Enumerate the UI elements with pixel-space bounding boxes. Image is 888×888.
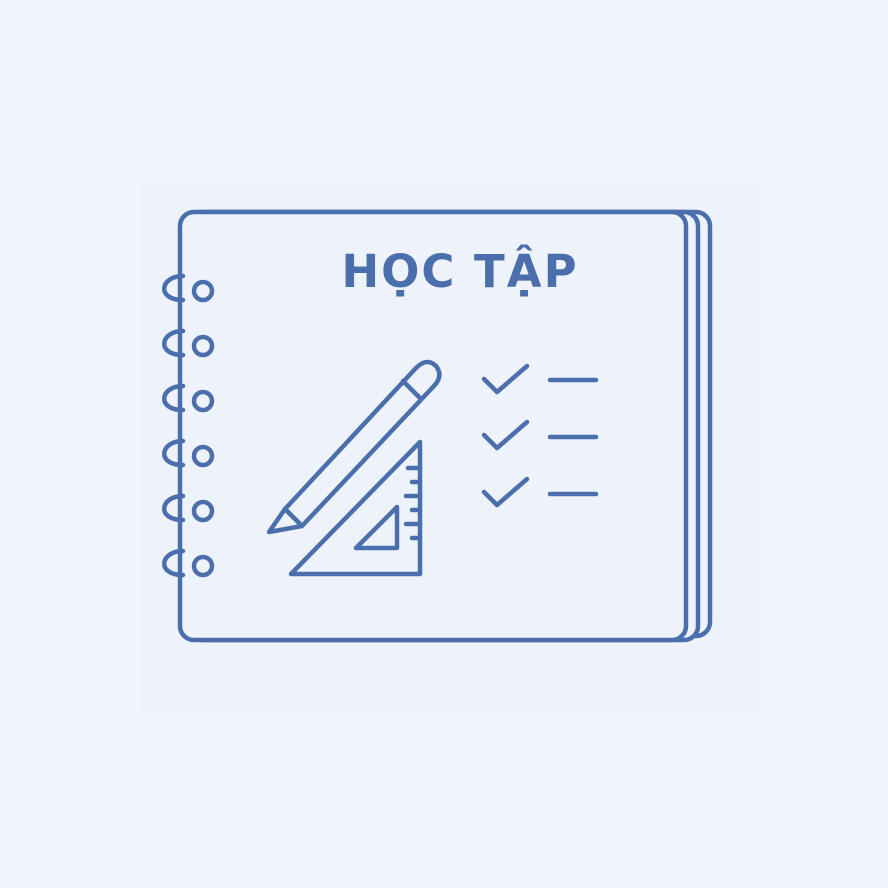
- spiral-binding-icon: [162, 273, 215, 578]
- set-square-icon: [288, 439, 423, 577]
- pencil-icon: [266, 359, 442, 535]
- checklist-icon: [481, 363, 599, 508]
- notebook-cover: [177, 209, 689, 643]
- notebook-title: HỌC TẬP: [341, 245, 579, 298]
